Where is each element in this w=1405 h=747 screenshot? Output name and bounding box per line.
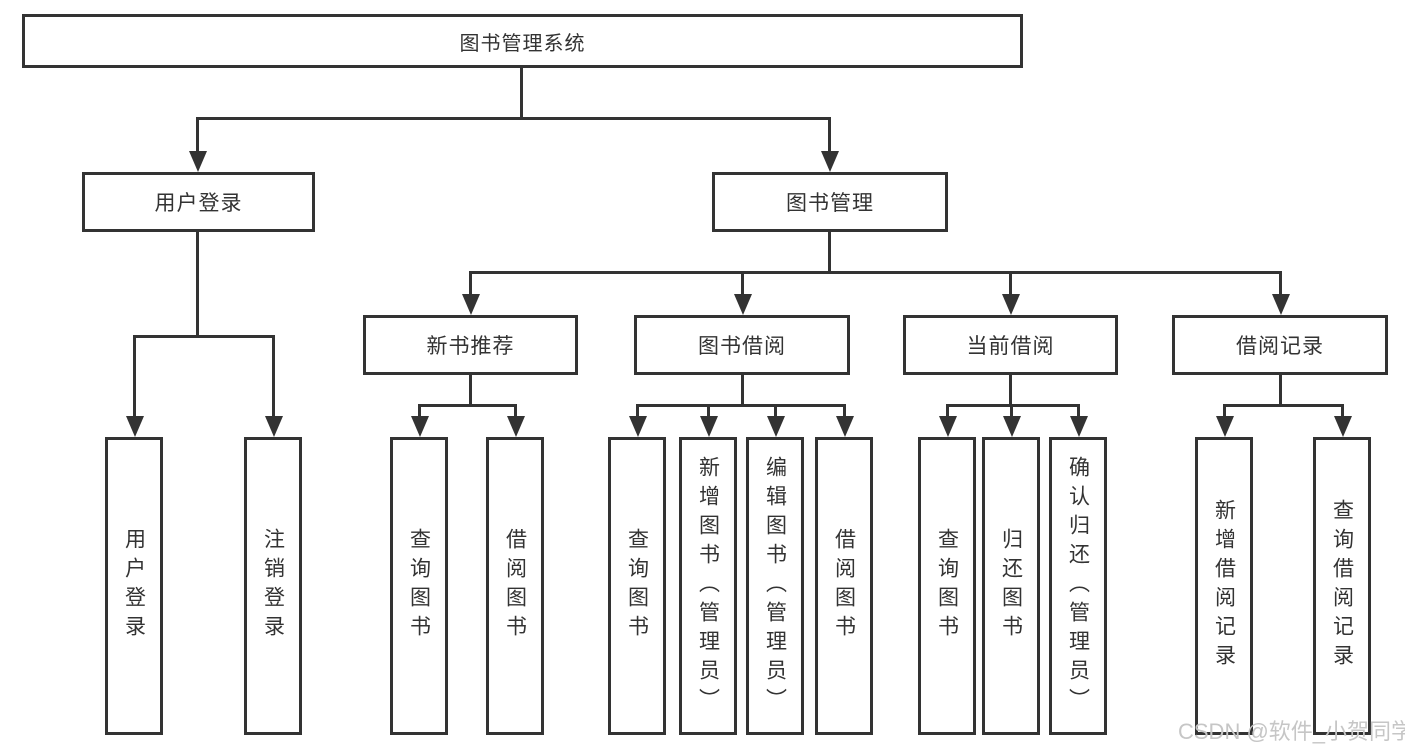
arrow-to-leaf-return-books (1010, 404, 1013, 416)
leaf-return-books: 归还图书 (982, 437, 1040, 735)
arrow-to-leaf-borrow-books (843, 404, 846, 416)
connector-book-mgmt-split-bar (469, 271, 1281, 274)
leaf-borrow-books: 借阅图书 (815, 437, 873, 735)
leaf-user-login: 用户登录 (105, 437, 163, 735)
leaf-logout: 注销登录 (244, 437, 302, 735)
arrow-to-leaf-borrow-books-recommend (514, 404, 517, 416)
connector-root-stem (520, 68, 523, 120)
csdn-watermark: CSDN @软件_小贺同学 (1178, 719, 1405, 744)
connector-book-borrow-stem (741, 375, 744, 407)
node-borrowing-records: 借阅记录 (1172, 315, 1388, 375)
connector-new-books-stem (469, 375, 472, 407)
leaf-edit-books-admin: 编辑图书（管理员） (746, 437, 804, 735)
connector-new-books-split-bar (418, 404, 516, 407)
arrow-to-leaf-query-borrow-record (1341, 404, 1344, 416)
leaf-query-borrow-record: 查询借阅记录 (1313, 437, 1371, 735)
arrow-to-leaf-add-books-admin (707, 404, 710, 416)
connector-root-split-bar (196, 117, 831, 120)
arrow-to-user-login (196, 117, 199, 151)
arrow-to-new-book-recommendation (469, 271, 472, 294)
arrow-to-borrowing-records (1279, 271, 1282, 294)
connector-current-borrow-stem (1009, 375, 1012, 407)
leaf-confirm-return-admin: 确认归还（管理员） (1049, 437, 1107, 735)
arrow-to-leaf-user-login (133, 335, 136, 416)
leaf-query-books-recommend: 查询图书 (390, 437, 448, 735)
connector-borrow-records-stem (1279, 375, 1282, 407)
node-new-book-recommendation: 新书推荐 (363, 315, 578, 375)
leaf-borrow-books-recommend: 借阅图书 (486, 437, 544, 735)
node-user-login: 用户登录 (82, 172, 315, 232)
node-current-borrowing: 当前借阅 (903, 315, 1118, 375)
leaf-add-books-admin: 新增图书（管理员） (679, 437, 737, 735)
arrow-to-leaf-edit-books-admin (774, 404, 777, 416)
node-book-management: 图书管理 (712, 172, 948, 232)
arrow-to-book-borrowing (741, 271, 744, 294)
arrow-to-leaf-add-borrow-record (1223, 404, 1226, 416)
leaf-query-books-current: 查询图书 (918, 437, 976, 735)
arrow-to-current-borrowing (1009, 271, 1012, 294)
connector-user-login-stem (196, 232, 199, 338)
node-library-management-system: 图书管理系统 (22, 14, 1023, 68)
connector-borrow-records-split-bar (1223, 404, 1343, 407)
connector-book-borrow-split-bar (636, 404, 845, 407)
arrow-to-leaf-query-books-recommend (418, 404, 421, 416)
connector-user-login-split-bar (133, 335, 274, 338)
connector-book-mgmt-stem (828, 232, 831, 274)
arrow-to-book-management (828, 117, 831, 151)
leaf-query-books-borrow: 查询图书 (608, 437, 666, 735)
leaf-add-borrow-record: 新增借阅记录 (1195, 437, 1253, 735)
arrow-to-leaf-logout (272, 335, 275, 416)
node-book-borrowing: 图书借阅 (634, 315, 850, 375)
arrow-to-leaf-query-books-borrow (636, 404, 639, 416)
arrow-to-leaf-query-books-current (946, 404, 949, 416)
arrow-to-leaf-confirm-return-admin (1077, 404, 1080, 416)
